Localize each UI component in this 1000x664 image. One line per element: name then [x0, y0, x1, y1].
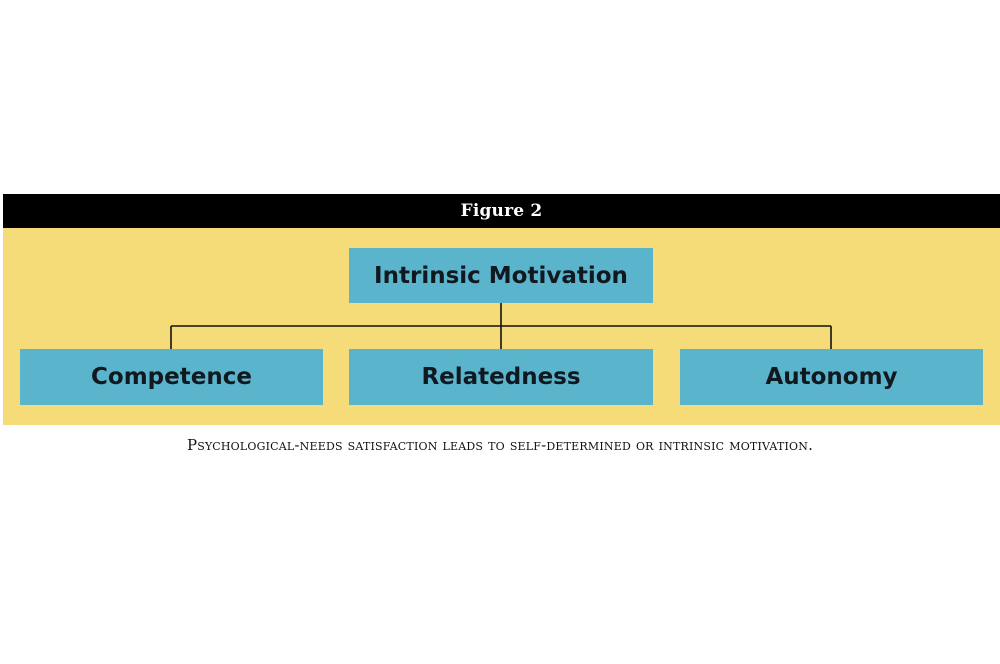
node-label: Competence — [91, 364, 252, 390]
node-autonomy: Autonomy — [680, 349, 983, 405]
node-competence: Competence — [20, 349, 323, 405]
figure-caption: Psychological-needs satisfaction leads t… — [186, 436, 814, 454]
node-intrinsic-motivation: Intrinsic Motivation — [349, 248, 653, 303]
node-label: Autonomy — [765, 364, 898, 390]
node-label: Intrinsic Motivation — [374, 262, 628, 289]
node-relatedness: Relatedness — [349, 349, 653, 405]
figure-header: Figure 2 — [3, 194, 1000, 228]
node-label: Relatedness — [421, 364, 581, 390]
figure-title: Figure 2 — [460, 201, 543, 221]
